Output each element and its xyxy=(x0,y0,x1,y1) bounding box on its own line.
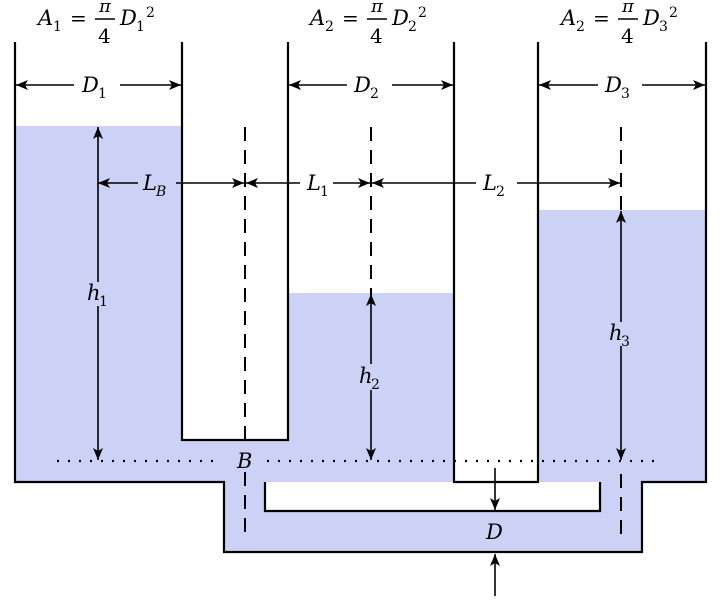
formula-rhs: D xyxy=(391,6,409,30)
svg-text:1: 1 xyxy=(99,294,108,310)
svg-text:D: D xyxy=(604,73,622,97)
formula-lhs: A xyxy=(36,6,53,30)
formula-lhs-sub: 1 xyxy=(53,19,62,35)
formula-rhs: D xyxy=(642,6,660,30)
label-lb: L B xyxy=(142,171,166,200)
label-l1: L 1 xyxy=(306,171,329,200)
svg-text:L: L xyxy=(306,171,321,195)
svg-text:h: h xyxy=(87,281,101,305)
formula-lhs: A xyxy=(559,6,576,30)
formula-numerator: π xyxy=(621,0,635,17)
svg-text:h: h xyxy=(359,364,373,388)
svg-text:D: D xyxy=(81,73,99,97)
svg-text:B: B xyxy=(155,184,166,200)
label-d2: D 2 xyxy=(353,73,379,102)
formula-power: 2 xyxy=(669,5,678,21)
area-formula-3: A 2 = π 4 D 3 2 xyxy=(559,0,678,48)
svg-text:L: L xyxy=(482,171,497,195)
label-h2: h 2 xyxy=(359,364,380,393)
formula-numerator: π xyxy=(370,0,384,17)
formula-numerator: π xyxy=(98,0,112,17)
svg-text:2: 2 xyxy=(371,377,380,393)
formula-equals: = xyxy=(593,6,610,30)
label-h3: h 3 xyxy=(609,321,630,350)
label-b: B xyxy=(234,448,256,473)
tank-2-tank-3-wall xyxy=(452,42,540,484)
svg-text:2: 2 xyxy=(496,184,505,200)
formula-denominator: 4 xyxy=(98,24,111,48)
svg-text:h: h xyxy=(609,321,623,345)
svg-text:B: B xyxy=(236,449,252,473)
pipe-gap xyxy=(265,482,600,511)
tank-1-wall xyxy=(13,42,708,554)
formula-denominator: 4 xyxy=(370,24,383,48)
formula-lhs: A xyxy=(308,6,325,30)
formula-denominator: 4 xyxy=(621,24,634,48)
label-l2: L 2 xyxy=(482,171,505,200)
formula-rhs-sub: 2 xyxy=(408,19,417,35)
label-d1: D 1 xyxy=(81,73,107,102)
vessel-walls xyxy=(13,42,708,554)
label-pipe-d: D xyxy=(485,520,503,544)
formula-equals: = xyxy=(342,6,359,30)
label-h1: h 1 xyxy=(87,281,108,310)
svg-text:2: 2 xyxy=(370,86,379,102)
height-arrows xyxy=(93,127,626,460)
formula-equals: = xyxy=(70,6,87,30)
inner-pipe-wall xyxy=(180,42,290,442)
area-formula-1: A 1 = π 4 D 1 2 xyxy=(36,0,155,48)
formula-power: 2 xyxy=(146,5,155,21)
formula-lhs-sub: 2 xyxy=(325,19,334,35)
water-fill xyxy=(15,126,706,552)
svg-text:D: D xyxy=(485,520,503,544)
formula-power: 2 xyxy=(418,5,427,21)
svg-text:3: 3 xyxy=(621,334,630,350)
formula-rhs-sub: 3 xyxy=(659,19,668,35)
centerlines xyxy=(244,127,622,540)
water-region xyxy=(15,126,706,552)
svg-text:1: 1 xyxy=(98,86,107,102)
area-formula-2: A 2 = π 4 D 2 2 xyxy=(308,0,427,48)
formula-rhs: D xyxy=(119,6,137,30)
formula-lhs-sub: 2 xyxy=(576,19,585,35)
svg-text:3: 3 xyxy=(621,86,630,102)
label-b-background xyxy=(234,448,256,472)
connector-gap-wall xyxy=(263,482,602,513)
label-d3: D 3 xyxy=(604,73,630,102)
svg-text:D: D xyxy=(353,73,371,97)
svg-text:1: 1 xyxy=(320,184,329,200)
formula-rhs-sub: 1 xyxy=(136,19,145,35)
svg-text:L: L xyxy=(142,171,157,195)
